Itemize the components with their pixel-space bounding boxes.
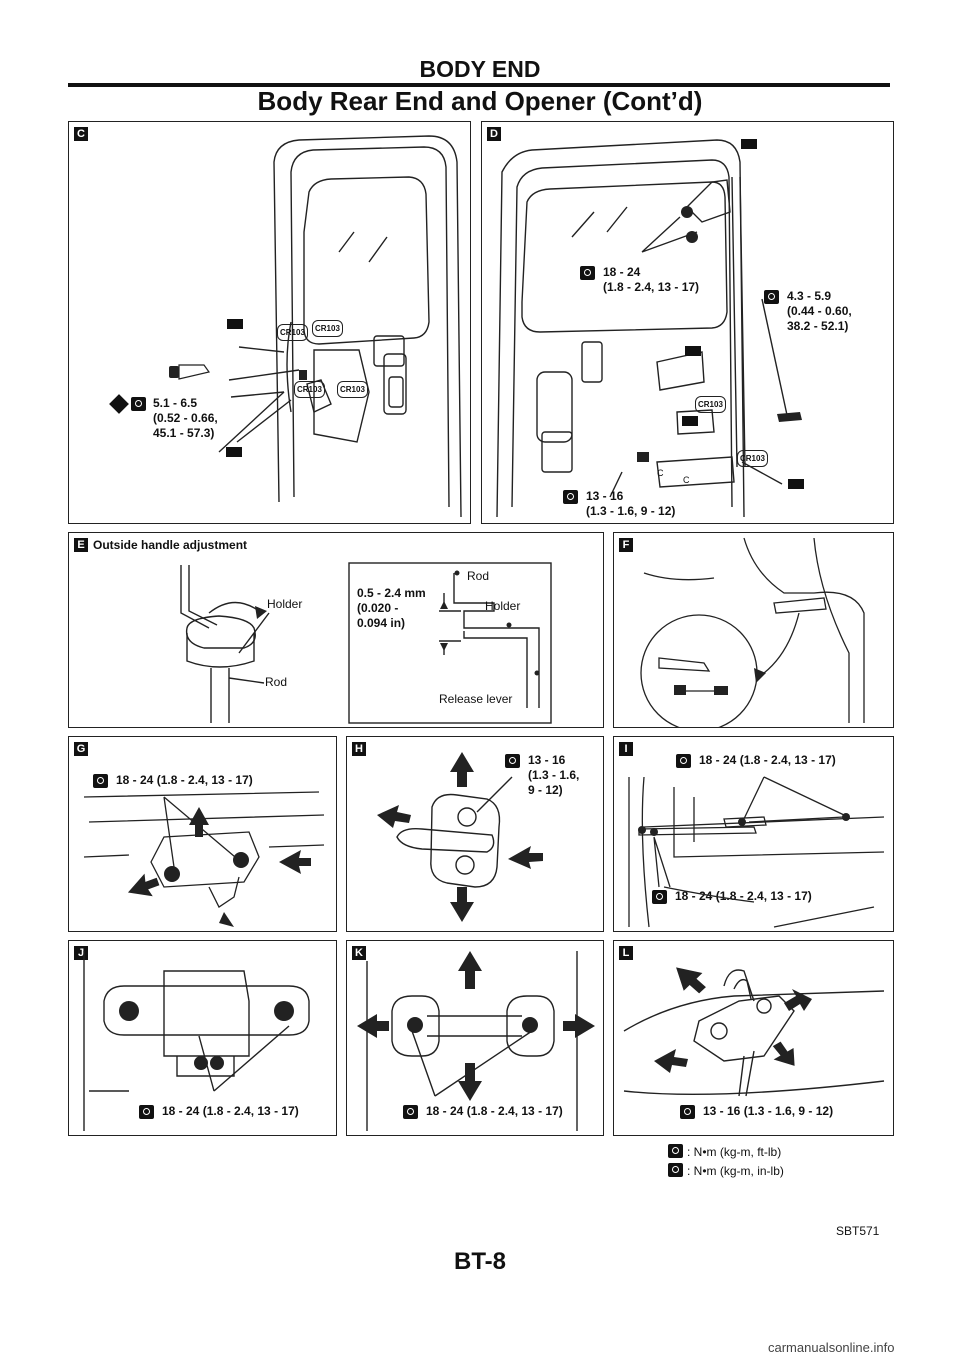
torque-spec: 18 - 24 (1.8 - 2.4, 13 - 17) [426, 1104, 563, 1118]
panel-tag: E [74, 538, 88, 552]
panel-e: E Outside handle adjustment Holder Rod 0… [68, 532, 604, 728]
striker-bar-diagram [357, 951, 595, 1131]
panel-f: F [613, 532, 894, 728]
rod-clip-detail-diagram [640, 537, 865, 727]
striker-diagram [83, 791, 325, 927]
torque-wrench-icon [764, 290, 779, 304]
panel-d: D CR103 CR103 C [481, 121, 894, 524]
panel-l: L 13 - 16 (1.3 - 1.6, 9 - 12) [613, 940, 894, 1136]
grease-icon [227, 319, 243, 329]
rod-label: Rod [265, 675, 288, 689]
cr-mark: CR103 [737, 450, 768, 467]
torque-spec-upper: 18 - 24 (1.8 - 2.4, 13 - 17) [603, 265, 700, 294]
torque-wrench-icon [680, 1105, 695, 1119]
gap-spec: 0.5 - 2.4 mm (0.020 - 0.094 in) [357, 586, 426, 630]
torque-spec: 5.1 - 6.5 (0.52 - 0.66, 45.1 - 57.3) [153, 396, 218, 440]
panel-tag: H [352, 742, 366, 756]
rear-door-inner-diagram [496, 139, 802, 518]
clip-mark: C [657, 468, 664, 478]
inset-rod-label: Rod [467, 569, 490, 583]
torque-wrench-icon [139, 1105, 154, 1119]
torque-spec: 13 - 16 (1.3 - 1.6, 9 - 12) [703, 1104, 834, 1118]
panel-g: G 18 - 24 (1.8 - 2.4, 13 - 17) [68, 736, 337, 932]
lock-adjustment-diagram [377, 752, 543, 922]
inset-holder-label: Holder [485, 599, 521, 613]
torque-wrench-icon [505, 754, 520, 768]
grease-icon [682, 416, 698, 426]
latch-striker-diagram [623, 967, 885, 1097]
panel-tag: I [619, 742, 633, 756]
rear-door-diagram [169, 135, 462, 518]
torque-wrench-icon [652, 890, 667, 904]
cr-mark: CR103 [294, 381, 325, 398]
hinge-diagram [83, 951, 310, 1131]
cr-mark: CR103 [277, 324, 308, 341]
grease-icon [226, 447, 242, 457]
holder-label: Holder [267, 597, 303, 611]
torque-spec: 18 - 24 (1.8 - 2.4, 13 - 17) [116, 773, 253, 787]
stay-damper-diagram [628, 776, 885, 928]
cr-mark: CR103 [337, 381, 368, 398]
torque-wrench-icon [131, 397, 146, 411]
panel-i: I 18 - 24 (1.8 - 2.4, 13 - 17) 18 - 24 (… [613, 736, 894, 932]
torque-wrench-icon [580, 266, 595, 280]
legend-ftlb: : N•m (kg-m, ft-lb) [668, 1144, 781, 1159]
torque-wrench-icon [668, 1144, 683, 1158]
torque-spec-top: 18 - 24 (1.8 - 2.4, 13 - 17) [699, 753, 836, 767]
header-rule [68, 83, 890, 87]
panel-tag: G [74, 742, 88, 756]
outside-handle-adjustment-diagram [180, 562, 552, 724]
torque-spec: 18 - 24 (1.8 - 2.4, 13 - 17) [162, 1104, 299, 1118]
torque-wrench-icon [93, 774, 108, 788]
panel-k: K 18 - 24 (1.8 - 2.4, 13 - 17) [346, 940, 604, 1136]
panel-j: J 18 - 24 (1.8 - 2.4, 13 - 17) [68, 940, 337, 1136]
panel-c: C CR103 CR103 CR103 CR103 5.1 - 6.5 (0.5 [68, 121, 471, 524]
panel-tag: L [619, 946, 633, 960]
torque-spec-lower: 13 - 16 (1.3 - 1.6, 9 - 12) [586, 489, 676, 518]
section-title: BODY END [419, 56, 541, 82]
legend-ftlb-text: : N•m (kg-m, ft-lb) [687, 1145, 782, 1159]
page-number: BT-8 [453, 1248, 506, 1275]
clip-mark: C [683, 475, 690, 485]
legend-inlb: : N•m (kg-m, in-lb) [668, 1163, 784, 1178]
grease-icon [741, 139, 757, 149]
grease-icon [685, 346, 701, 356]
release-lever-label: Release lever [439, 692, 513, 706]
panel-tag: C [74, 127, 88, 141]
page-title: Body Rear End and Opener (Cont’d) [257, 86, 703, 116]
cr-mark: CR103 [695, 396, 726, 413]
legend-inlb-text: : N•m (kg-m, in-lb) [687, 1164, 784, 1178]
torque-spec-right: 4.3 - 5.9 (0.44 - 0.60, 38.2 - 52.1) [787, 289, 852, 333]
panel-tag: F [619, 538, 633, 552]
panel-tag: D [487, 127, 501, 141]
panel-tag: K [352, 946, 366, 960]
torque-wrench-icon [563, 490, 578, 504]
torque-spec: 13 - 16 (1.3 - 1.6, 9 - 12) [528, 753, 580, 797]
torque-wrench-icon [403, 1105, 418, 1119]
cr-mark: CR103 [312, 320, 343, 337]
torque-wrench-icon [676, 754, 691, 768]
watermark: carmanualsonline.info [768, 1340, 895, 1355]
torque-wrench-icon [668, 1163, 683, 1177]
figure-id: SBT571 [836, 1224, 880, 1238]
panel-title: Outside handle adjustment [93, 538, 248, 552]
grease-icon [788, 479, 804, 489]
panel-h: H 13 - 16 (1.3 - 1.6, 9 - 12) [346, 736, 604, 932]
torque-spec-bottom: 18 - 24 (1.8 - 2.4, 13 - 17) [675, 889, 812, 903]
